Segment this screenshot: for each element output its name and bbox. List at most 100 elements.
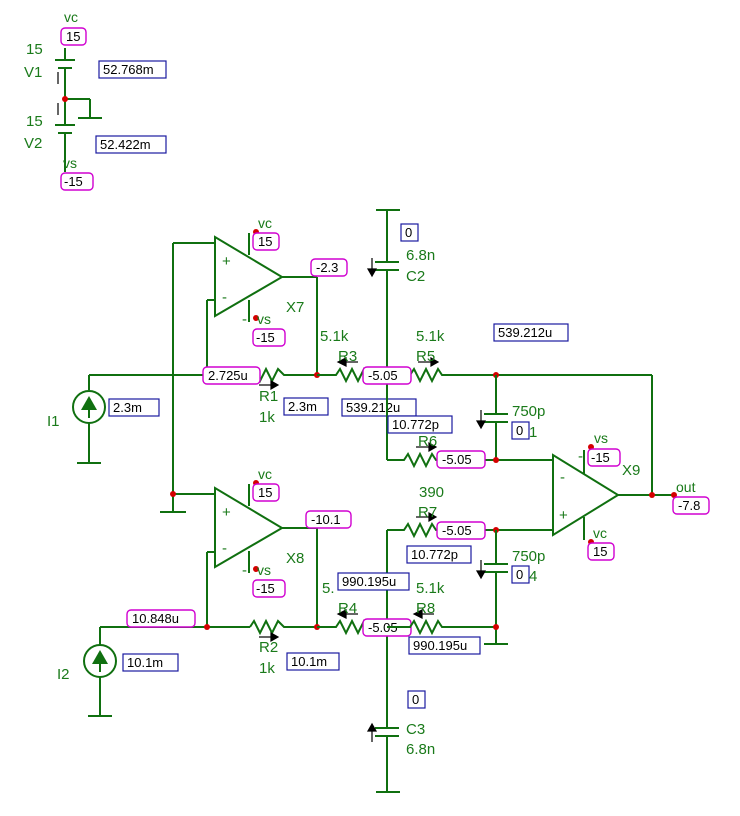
r6-right-node-badge — [436, 450, 486, 469]
i2-current-badge — [122, 653, 179, 672]
r6-current-value: 10.772p — [392, 417, 439, 432]
supply-v1-v2 — [55, 48, 102, 172]
v1-node-value: 15 — [66, 29, 80, 44]
c4-suffix: 4 — [529, 568, 537, 585]
c3-arrowhead — [366, 722, 378, 732]
c3-node-value: 0 — [412, 692, 419, 707]
r6-current-badge — [387, 415, 453, 434]
c1-node-value: 0 — [516, 423, 523, 438]
x9-vc-label: vc — [593, 525, 607, 541]
r2-node-badge — [126, 609, 196, 628]
r3-name: R3 — [338, 348, 357, 365]
x7-vs-value: -15 — [256, 330, 275, 345]
c1-node-badge — [511, 421, 530, 440]
c2-node-value: 0 — [405, 225, 412, 240]
x9-plus-sign: + — [559, 507, 568, 524]
c1-suffix: 1 — [529, 424, 537, 441]
r8-name: R8 — [416, 600, 435, 617]
v2-node-badge — [60, 172, 94, 191]
i2-current-value: 10.1m — [127, 655, 163, 670]
r4-value-partial: 5. — [322, 580, 335, 597]
x9-name: X9 — [622, 462, 640, 479]
r2-current-value: 10.1m — [291, 654, 327, 669]
x9-vs-badge — [587, 448, 621, 467]
resistor-r5 — [387, 366, 652, 384]
c2-name: C2 — [406, 268, 425, 285]
c3-name: C3 — [406, 721, 425, 738]
out-label: out — [676, 479, 696, 495]
x8-out-badge — [305, 510, 352, 529]
x7-out-badge — [310, 258, 348, 277]
c3-value: 6.8n — [406, 741, 435, 758]
c4-node-badge — [511, 565, 530, 584]
v2-node-value: -15 — [64, 174, 83, 189]
r5-current-badge — [493, 323, 569, 342]
capacitor-c1 — [484, 375, 508, 460]
v2-name: V2 — [24, 135, 42, 152]
r2-value: 1k — [259, 660, 275, 677]
r8-value: 5.1k — [416, 580, 445, 597]
left-bus-junction — [170, 491, 176, 497]
v1-current-badge — [98, 60, 167, 79]
r8-junction — [493, 624, 499, 630]
v1-current-value: 52.768m — [103, 62, 154, 77]
i1-name: I1 — [47, 413, 60, 430]
r7-name: R7 — [418, 504, 437, 521]
i1-current-value: 2.3m — [113, 400, 142, 415]
r5-name: R5 — [416, 348, 435, 365]
out-value: -7.8 — [678, 498, 700, 513]
out-badge — [672, 496, 710, 515]
x9-minus-rail: - — [578, 448, 583, 465]
r2-left-junction — [204, 624, 210, 630]
c1-arrowhead — [475, 420, 487, 430]
x8-vc-badge — [252, 483, 280, 502]
r1-arrowhead — [270, 379, 280, 391]
x8-vs-badge — [252, 579, 286, 598]
r4-current-badge — [337, 572, 410, 591]
c2-arrowhead — [366, 268, 378, 278]
top-mid-node-badge — [362, 366, 412, 385]
r1-node-value: 2.725u — [208, 368, 248, 383]
i2-name: I2 — [57, 666, 70, 683]
out-terminal — [671, 492, 677, 498]
r7-right-node-value: -5.05 — [442, 523, 472, 538]
r2-arrowhead — [270, 631, 280, 643]
current-source-i1 — [72, 374, 250, 464]
x8-vs-value: -15 — [256, 581, 275, 596]
r1-node-badge — [202, 366, 261, 385]
r2-node-value: 10.848u — [132, 611, 179, 626]
v1-name: V1 — [24, 64, 42, 81]
c1-value: 750p — [512, 403, 545, 420]
x7-out-value: -2.3 — [316, 260, 338, 275]
r4-current-value: 990.195u — [342, 574, 396, 589]
x9-vc-value: 15 — [593, 544, 607, 559]
v2-current-badge — [95, 135, 167, 154]
capacitor-c3 — [375, 530, 400, 793]
x8-vs-label: vs — [257, 562, 271, 578]
c4-value: 750p — [512, 548, 545, 565]
r6-right-node-value: -5.05 — [442, 452, 472, 467]
v1-net-label: vc — [64, 9, 78, 25]
x7-minus-sign: - — [222, 289, 227, 306]
c2-value: 6.8n — [406, 247, 435, 264]
bot-mid-node-value: -5.05 — [368, 620, 398, 635]
r1-name: R1 — [259, 388, 278, 405]
x9-vs-value: -15 — [591, 450, 610, 465]
x7-vs-badge — [252, 328, 286, 347]
c2-node-badge — [400, 223, 419, 242]
resistor-r6 — [387, 451, 553, 469]
c3-node-badge — [407, 690, 426, 709]
r7-current-value: 10.772p — [411, 547, 458, 562]
x7-plus-sign: + — [222, 253, 231, 270]
v2-current-value: 52.422m — [100, 137, 151, 152]
x8-minus-rail: - — [242, 562, 247, 579]
x9-vs-label: vs — [594, 430, 608, 446]
opamp-x7 — [206, 233, 318, 375]
v1-value: 15 — [26, 41, 43, 58]
x7-vs-pin — [253, 315, 259, 321]
top-mid-node-value: -5.05 — [368, 368, 398, 383]
x9-out-junction — [649, 492, 655, 498]
x7-vc-label: vc — [258, 215, 272, 231]
r2-name: R2 — [259, 639, 278, 656]
